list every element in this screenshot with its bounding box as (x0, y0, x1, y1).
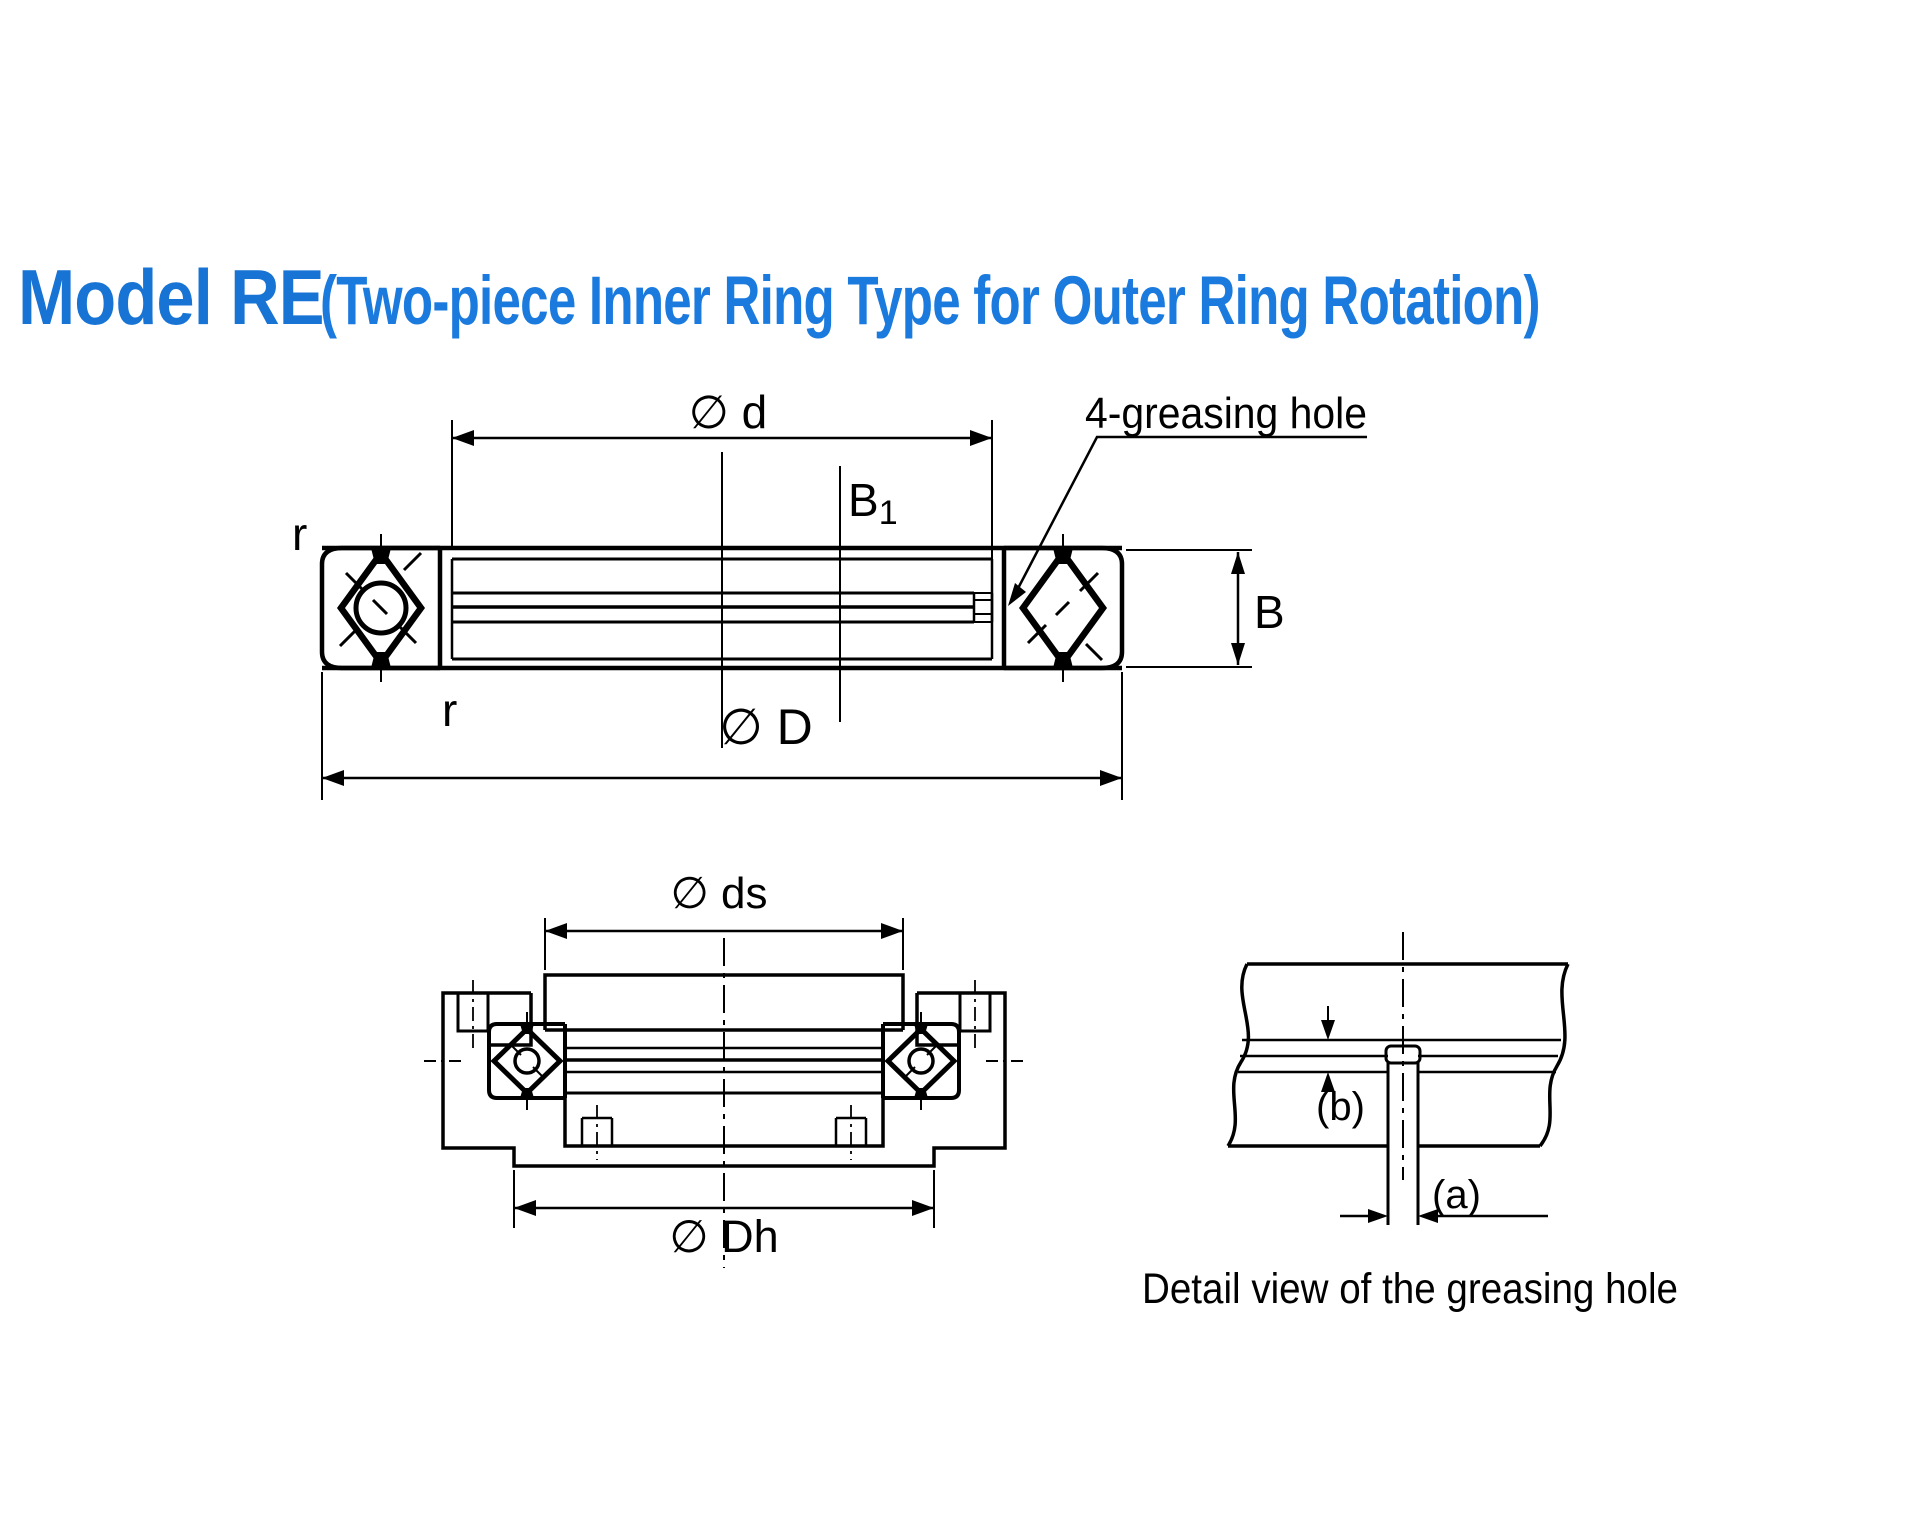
b1-label: B (848, 474, 879, 526)
mounting-roller-ticks (526, 1012, 922, 1110)
detail-right-break-edge (1538, 963, 1570, 1148)
top-cross-section-view: B1 ∅ d ∅ D (292, 386, 1367, 800)
title-model-name: Model RE (18, 253, 325, 341)
corner-radius-label-top: r (292, 508, 307, 560)
dim-detail-a: (a) (1340, 1173, 1548, 1223)
greasing-hole-callout: 4-greasing hole (1008, 389, 1367, 606)
dim-housing-diameter: ∅ Dh (513, 1170, 935, 1262)
dim-shaft-diameter: ∅ ds (544, 869, 904, 970)
detail-left-break-edge (1226, 963, 1251, 1147)
corner-radius-label-bottom: r (442, 684, 457, 736)
svg-text:B1: B1 (848, 474, 898, 532)
roller-center-ticks (380, 534, 1064, 682)
oDh-label: ∅ Dh (669, 1211, 778, 1262)
right-outer-ring-section (1001, 545, 1125, 671)
shaft-block (543, 973, 905, 1032)
left-outer-ring-section (319, 545, 443, 671)
greasing-hole-detail-view: (b) (a) Detail view of the greasing hole (1142, 932, 1678, 1313)
page-title: Model RE (Two-piece Inner Ring Type for … (0, 0, 1920, 360)
b-label: B (1254, 586, 1285, 638)
housing-left-block (441, 980, 724, 1168)
b1-label-sub: 1 (879, 494, 898, 532)
detail-hole-walls (1386, 1063, 1420, 1225)
left-cross-roller (336, 547, 426, 669)
mounting-cross-section-view: ∅ ds ∅ Dh (424, 869, 1024, 1268)
greasing-hole (972, 592, 994, 623)
dim-outer-ring-width-b: B (1126, 549, 1285, 668)
detail-view-caption: Detail view of the greasing hole (1142, 1265, 1678, 1313)
mounting-left-roller-section (487, 1022, 567, 1100)
dim-inner-ring-width-b1: B1 (839, 466, 898, 722)
greasing-hole-label: 4-greasing hole (1085, 389, 1367, 438)
ods-label: ∅ ds (670, 869, 767, 918)
clamping-flange (563, 1093, 885, 1160)
dim-bore-diameter: ∅ d (451, 386, 993, 585)
housing-right-block (724, 980, 1007, 1168)
dim-outer-diameter: ∅ D (321, 672, 1123, 800)
right-cross-roller (1018, 547, 1108, 669)
detail-a-label: (a) (1432, 1173, 1481, 1217)
od-label: ∅ d (689, 386, 767, 438)
detail-b-label: (b) (1316, 1085, 1365, 1129)
mounting-right-roller-section (881, 1022, 961, 1100)
dim-detail-b: (b) (1316, 1006, 1365, 1129)
oD-label: ∅ D (719, 699, 813, 755)
title-subtitle: (Two-piece Inner Ring Type for Outer Rin… (320, 262, 1541, 339)
